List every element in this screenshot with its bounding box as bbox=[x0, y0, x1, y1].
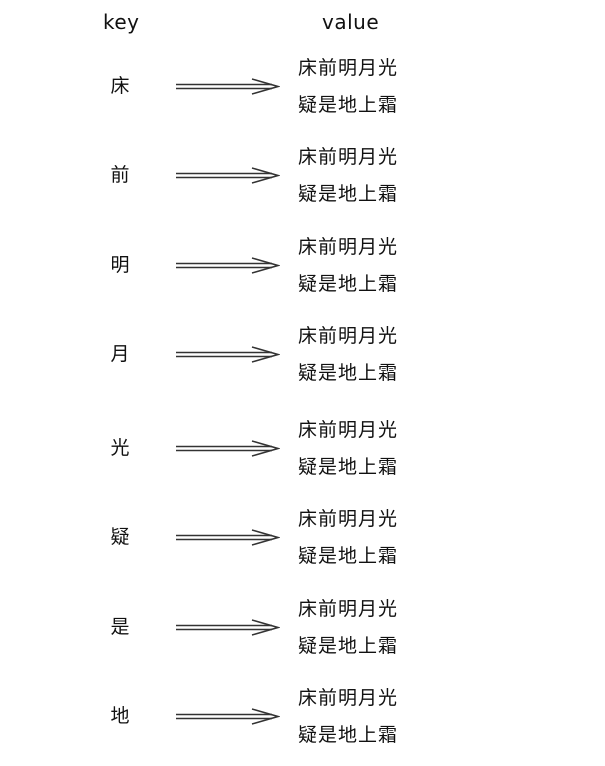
arrow-icon bbox=[176, 529, 280, 546]
value-text-line-1: 床前明月光 bbox=[298, 598, 399, 620]
mapping-row: 疑 床前明月光 疑是地上霜 bbox=[0, 507, 605, 587]
mapping-row: 地 床前明月光 疑是地上霜 bbox=[0, 686, 605, 766]
arrow-icon bbox=[176, 346, 280, 363]
mapping-row: 前 床前明月光 疑是地上霜 bbox=[0, 145, 605, 225]
key-char: 是 bbox=[110, 616, 130, 638]
value-column-header: value bbox=[322, 10, 380, 34]
key-char: 明 bbox=[110, 254, 130, 276]
value-text-line-2: 疑是地上霜 bbox=[298, 456, 399, 478]
arrow-icon bbox=[176, 619, 280, 636]
arrow-icon bbox=[176, 78, 280, 95]
value-text-line-1: 床前明月光 bbox=[298, 236, 399, 258]
value-text-line-2: 疑是地上霜 bbox=[298, 183, 399, 205]
arrow-icon bbox=[176, 257, 280, 274]
mapping-row: 床 床前明月光 疑是地上霜 bbox=[0, 56, 605, 136]
arrow-icon bbox=[176, 167, 280, 184]
key-char: 光 bbox=[110, 437, 130, 459]
key-column-header: key bbox=[103, 10, 140, 34]
mapping-row: 月 床前明月光 疑是地上霜 bbox=[0, 324, 605, 404]
arrow-icon bbox=[176, 708, 280, 725]
mapping-row: 是 床前明月光 疑是地上霜 bbox=[0, 597, 605, 677]
value-text-line-2: 疑是地上霜 bbox=[298, 94, 399, 116]
value-text-line-2: 疑是地上霜 bbox=[298, 273, 399, 295]
key-char: 前 bbox=[110, 164, 130, 186]
key-char: 疑 bbox=[110, 526, 130, 548]
value-text-line-1: 床前明月光 bbox=[298, 57, 399, 79]
key-char: 月 bbox=[110, 343, 130, 365]
value-text-line-2: 疑是地上霜 bbox=[298, 545, 399, 567]
value-text-line-1: 床前明月光 bbox=[298, 508, 399, 530]
key-char: 地 bbox=[110, 705, 130, 727]
key-char: 床 bbox=[110, 75, 130, 97]
value-text-line-1: 床前明月光 bbox=[298, 325, 399, 347]
mapping-row: 明 床前明月光 疑是地上霜 bbox=[0, 235, 605, 315]
arrow-icon bbox=[176, 440, 280, 457]
mapping-row: 光 床前明月光 疑是地上霜 bbox=[0, 418, 605, 498]
value-text-line-1: 床前明月光 bbox=[298, 419, 399, 441]
value-text-line-2: 疑是地上霜 bbox=[298, 635, 399, 657]
value-text-line-2: 疑是地上霜 bbox=[298, 724, 399, 746]
value-text-line-2: 疑是地上霜 bbox=[298, 362, 399, 384]
value-text-line-1: 床前明月光 bbox=[298, 687, 399, 709]
value-text-line-1: 床前明月光 bbox=[298, 146, 399, 168]
